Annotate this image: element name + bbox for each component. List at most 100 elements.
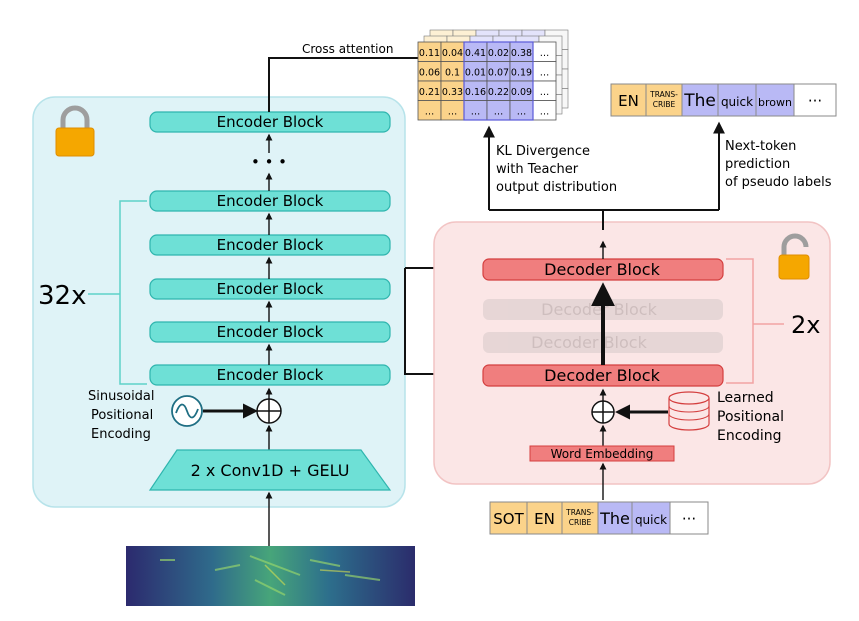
token-label: The	[683, 91, 716, 111]
svg-text:Decoder Block: Decoder Block	[541, 300, 657, 319]
decoder-block-bottom: Decoder Block	[482, 364, 724, 387]
kl-cell-value: …	[471, 107, 481, 118]
token-box	[489, 501, 528, 535]
token-label: EN	[534, 510, 555, 528]
kl-cell-value: 0.22	[488, 87, 509, 98]
decoder-panel	[433, 221, 831, 485]
decoder-repeat-label: 2x	[791, 311, 820, 339]
learned-pe-label-3: Encoding	[717, 428, 782, 444]
kl-cell-value: 0.07	[488, 68, 509, 79]
encoder-block-1: Encoder Block	[149, 190, 391, 212]
cross-attention-label: Cross attention	[302, 42, 393, 56]
token-box	[717, 83, 757, 117]
decoder-repeat-bracket	[726, 258, 754, 384]
encoder-ellipsis: • • •	[251, 153, 287, 171]
sine-wave-icon	[171, 395, 203, 427]
kl-cell-value: 0.19	[511, 68, 532, 79]
kl-cell-value: …	[540, 68, 550, 79]
next-token-label-3: of pseudo labels	[725, 175, 832, 190]
kl-cell-value: …	[425, 107, 435, 118]
token-label: ···	[682, 510, 696, 528]
kl-cell-value: 0.02	[488, 48, 509, 59]
decoder-block-top: Decoder Block	[482, 258, 724, 281]
kl-cell-value: …	[517, 107, 527, 118]
output-token-sequence: EN TRANS-CRIBE The quick brown ···	[610, 83, 837, 117]
token-label: CRIBE	[569, 518, 592, 527]
svg-text:Decoder Block: Decoder Block	[544, 366, 660, 385]
token-label: The	[599, 509, 630, 528]
token-label: TRANS-	[649, 90, 678, 99]
kl-label-2: with Teacher	[496, 162, 579, 177]
kl-label-1: KL Divergence	[496, 144, 590, 159]
token-label: quick	[635, 513, 667, 527]
token-label: TRANS-	[565, 508, 594, 517]
token-box	[610, 83, 647, 117]
word-embedding-block: Word Embedding	[529, 445, 675, 462]
kl-cell-value: …	[540, 107, 550, 118]
kl-cell-value: …	[540, 87, 550, 98]
svg-text:Encoder Block: Encoder Block	[217, 192, 324, 210]
token-label: SOT	[493, 510, 524, 528]
svg-text:Encoder Block: Encoder Block	[217, 323, 324, 341]
kl-cell-value: 0.21	[419, 87, 440, 98]
token-box	[793, 83, 837, 117]
decoder-add-icon	[591, 400, 615, 424]
svg-text:Word Embedding: Word Embedding	[551, 447, 654, 461]
token-box	[597, 501, 633, 535]
sinusoidal-label-3: Encoding	[91, 427, 151, 442]
lock-icon	[55, 105, 95, 157]
svg-text:Encoder Block: Encoder Block	[217, 113, 324, 131]
token-label: quick	[721, 95, 753, 109]
spectrogram-image	[126, 546, 415, 606]
token-label: EN	[618, 92, 639, 110]
sinusoidal-label-2: Positional	[91, 408, 153, 423]
kl-label-3: output distribution	[496, 180, 617, 195]
kl-cell-value: 0.41	[465, 48, 486, 59]
svg-text:Decoder Block: Decoder Block	[531, 333, 647, 352]
unlock-icon	[778, 233, 810, 280]
svg-text:Decoder Block: Decoder Block	[544, 260, 660, 279]
add-icon	[256, 398, 282, 424]
kl-cell-value: …	[540, 48, 550, 59]
kl-cell-value: 0.33	[442, 87, 463, 98]
kl-cell-value: 0.04	[442, 48, 463, 59]
encoder-block-top: Encoder Block	[149, 111, 391, 133]
token-box	[561, 501, 599, 535]
svg-text:Encoder Block: Encoder Block	[217, 236, 324, 254]
kl-cell-value: 0.09	[511, 87, 532, 98]
encoder-repeat-label: 32x	[38, 281, 86, 311]
learned-pe-label-1: Learned	[717, 390, 774, 406]
encoder-block-4: Encoder Block	[149, 321, 391, 343]
database-icon	[668, 391, 710, 431]
token-label: brown	[758, 96, 792, 109]
svg-text:2 x Conv1D + GELU: 2 x Conv1D + GELU	[191, 461, 350, 480]
token-box	[631, 501, 671, 535]
kl-cell-value: 0.01	[465, 68, 486, 79]
token-box	[669, 501, 709, 535]
svg-text:Encoder Block: Encoder Block	[217, 366, 324, 384]
kl-cell-value: 0.06	[419, 68, 440, 79]
kl-cell-value: 0.38	[511, 48, 532, 59]
encoder-repeat-bracket	[119, 200, 147, 385]
encoder-panel	[32, 96, 406, 508]
token-box	[755, 83, 795, 117]
cross-attention-line	[268, 57, 418, 112]
learned-pe-label-2: Positional	[717, 409, 784, 425]
kl-cell-value: 0.11	[419, 48, 440, 59]
kl-cell-value: 0.1	[445, 68, 460, 79]
encoder-block-3: Encoder Block	[149, 278, 391, 300]
encoder-block-2: Encoder Block	[149, 234, 391, 256]
conv-block: 2 x Conv1D + GELU	[148, 449, 392, 491]
token-label: ···	[808, 92, 822, 110]
next-token-label-1: Next-token	[725, 139, 796, 154]
input-token-sequence: SOT EN TRANS-CRIBE The quick ···	[489, 501, 709, 535]
sinusoidal-label-1: Sinusoidal	[88, 389, 155, 404]
encoder-block-5: Encoder Block	[149, 364, 391, 386]
kl-cell-value: 0.16	[465, 87, 486, 98]
token-label: CRIBE	[653, 100, 676, 109]
next-token-label-2: prediction	[725, 157, 790, 172]
kl-cell-value: …	[448, 107, 458, 118]
svg-text:Encoder Block: Encoder Block	[217, 280, 324, 298]
